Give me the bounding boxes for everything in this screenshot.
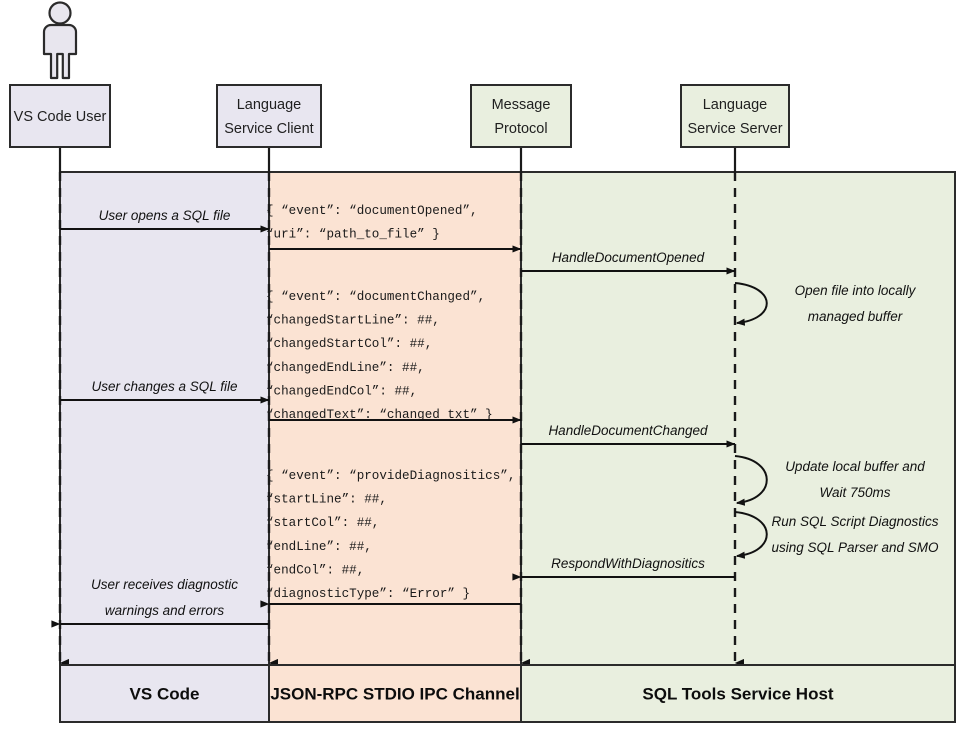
self-loop-note-line: managed buffer xyxy=(808,309,903,324)
json-line: “uri”: “path_to_file” } xyxy=(266,228,440,242)
message-label: HandleDocumentOpened xyxy=(552,250,705,265)
json-line: “changedStartLine”: ##, xyxy=(266,314,440,328)
participant-box[interactable] xyxy=(680,84,790,148)
participant-label-line1: Language xyxy=(237,97,302,113)
message-label: User receives diagnostic xyxy=(91,577,238,592)
footer-vscode: VS Code xyxy=(59,664,270,723)
json-line: “endCol”: ##, xyxy=(266,563,364,577)
message-label: User opens a SQL file xyxy=(99,208,231,223)
footer-band-label: JSON-RPC STDIO IPC Channel xyxy=(270,685,519,704)
participant-label-line2: Service Client xyxy=(224,121,313,137)
participant-box[interactable] xyxy=(216,84,322,148)
json-block-document-changed: { “event”: “documentChanged”, “changedSt… xyxy=(266,290,493,422)
json-line: “changedEndLine”: ##, xyxy=(266,361,425,375)
message-label: warnings and errors xyxy=(105,603,225,618)
message-diag-to-user: User receives diagnostic warnings and err… xyxy=(51,577,269,628)
json-line: “diagnosticType”: “Error” } xyxy=(266,587,470,601)
json-line: { “event”: “provideDiagnositics”, xyxy=(266,469,515,483)
band-ipc xyxy=(269,172,521,665)
message-respond-diag: RespondWithDiagnositics xyxy=(512,556,735,581)
json-line: “changedStartCol”: ##, xyxy=(266,337,432,351)
actor-body xyxy=(42,23,78,80)
band-vscode xyxy=(60,172,269,665)
self-loop-activations: Open file into locally managed bufferUpda… xyxy=(734,282,939,559)
message-label: RespondWithDiagnositics xyxy=(551,556,705,571)
participant-label-line2: Service Server xyxy=(687,121,782,137)
json-line: “endLine”: ##, xyxy=(266,540,372,554)
participant-label-line2: Protocol xyxy=(494,121,547,137)
participant-user[interactable]: VS Code User xyxy=(9,84,111,148)
message-label: User changes a SQL file xyxy=(91,379,237,394)
json-line: “changedText”: “changed txt” } xyxy=(266,408,493,422)
footer-host: SQL Tools Service Host xyxy=(520,664,956,723)
vs-code-user-actor-icon xyxy=(42,1,78,80)
participant-label-line1: Language xyxy=(703,97,768,113)
self-loop-note-line: Update local buffer and xyxy=(785,459,925,474)
swimlane-bands xyxy=(59,171,956,666)
self-loop-open-buffer: Open file into locally managed buffer xyxy=(734,282,917,326)
message-label: HandleDocumentChanged xyxy=(548,423,708,438)
self-loop-note-line: Wait 750ms xyxy=(819,485,890,500)
self-loop-note-line: Run SQL Script Diagnostics xyxy=(771,514,938,529)
footer-band-rect xyxy=(59,664,270,723)
participant-box[interactable] xyxy=(470,84,572,148)
footer-band-label: VS Code xyxy=(130,685,200,704)
self-loop-arrow xyxy=(734,511,768,559)
json-line: { “event”: “documentChanged”, xyxy=(266,290,485,304)
footer-band-rect xyxy=(520,664,956,723)
footer-bands: VS Code JSON-RPC STDIO IPC Channel SQL Too… xyxy=(59,664,956,723)
json-line: “changedEndCol”: ##, xyxy=(266,384,417,398)
footer-ipc: JSON-RPC STDIO IPC Channel xyxy=(268,664,522,723)
lifelines xyxy=(58,147,745,668)
json-line: “startCol”: ##, xyxy=(266,516,379,530)
json-block-document-opened: { “event”: “documentOpened”, “uri”: “pat… xyxy=(266,204,478,242)
actor-figure xyxy=(42,1,78,80)
self-loop-run-diagnostics: Run SQL Script Diagnostics using SQL Pars… xyxy=(734,511,939,559)
message-handle-changed: HandleDocumentChanged xyxy=(521,423,736,448)
participant-label-line1: Message xyxy=(492,97,551,113)
message-arrows: User opens a SQL fileHandleDocumentOpene… xyxy=(51,208,736,628)
message-change-file: User changes a SQL file xyxy=(60,379,270,404)
participant-box[interactable] xyxy=(9,84,111,148)
band-host xyxy=(521,172,955,665)
footer-band-label: SQL Tools Service Host xyxy=(642,685,833,704)
json-block-provide-diagnostics: { “event”: “provideDiagnositics”, “start… xyxy=(266,469,515,601)
self-loop-arrow xyxy=(734,282,768,326)
participant-label: VS Code User xyxy=(14,109,107,125)
json-line: “startLine”: ##, xyxy=(266,493,387,507)
message-open-file: User opens a SQL file xyxy=(60,208,270,233)
message-handle-opened: HandleDocumentOpened xyxy=(521,250,736,275)
self-loop-note-line: Open file into locally xyxy=(795,283,917,298)
footer-band-rect xyxy=(268,664,522,723)
self-loop-arrow xyxy=(734,455,768,506)
actor-head xyxy=(48,1,72,25)
self-loop-note-line: using SQL Parser and SMO xyxy=(771,540,939,555)
json-payload-blocks: { “event”: “documentOpened”, “uri”: “pat… xyxy=(266,204,515,601)
json-line: { “event”: “documentOpened”, xyxy=(266,204,478,218)
